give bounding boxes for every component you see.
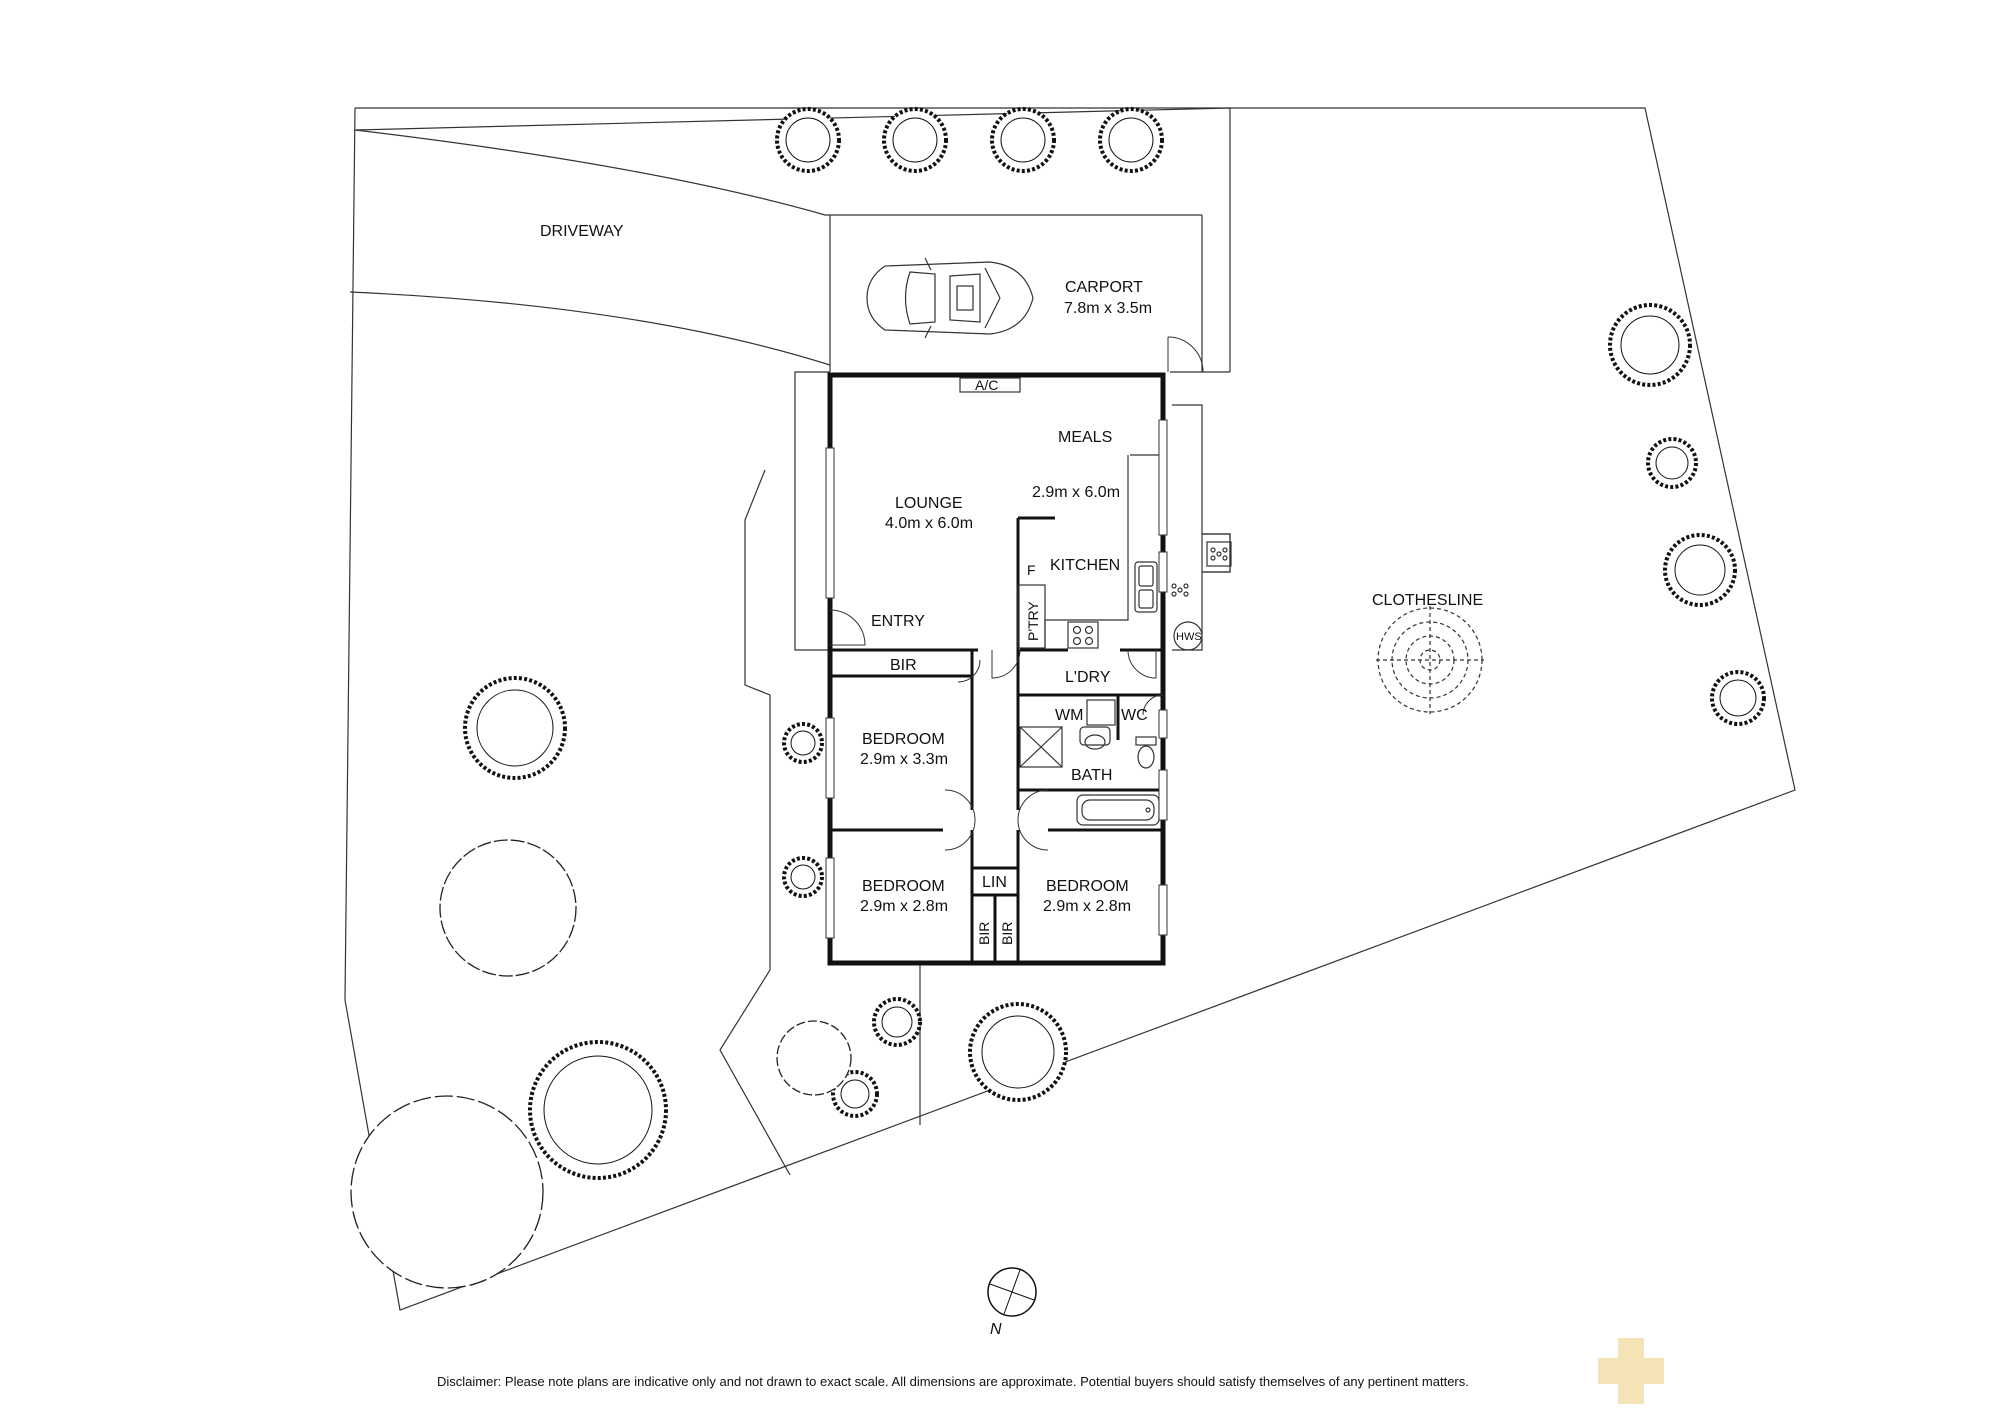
driveway-area <box>349 129 1202 366</box>
car-icon <box>866 257 1034 339</box>
tree-icon <box>528 1040 668 1180</box>
tree-icon <box>990 107 1056 173</box>
bedroom1-label: BEDROOM <box>862 731 945 748</box>
bedroom1-dimensions: 2.9m x 3.3m <box>860 751 948 768</box>
ac-label: A/C <box>975 377 998 393</box>
clothesline <box>1376 606 1484 714</box>
bir-top-label: BIR <box>890 657 917 674</box>
tree-icon <box>350 1095 544 1289</box>
side-paths <box>719 371 1231 1176</box>
bath-label: BATH <box>1071 767 1112 784</box>
wm-label: WM <box>1055 707 1083 724</box>
tap-icon <box>1171 583 1189 597</box>
meals-dimensions: 2.9m x 6.0m <box>1032 484 1120 501</box>
tree-icon <box>872 997 922 1047</box>
pantry-label: P'TRY <box>1025 601 1041 641</box>
bedroom2-dimensions: 2.9m x 2.8m <box>860 898 948 915</box>
north-label: N <box>990 1321 1002 1338</box>
tree-icon <box>776 1020 852 1096</box>
trees <box>350 107 1766 1289</box>
tree-icon <box>831 1070 879 1118</box>
bbq-icon <box>1206 541 1232 567</box>
bedroom3-dimensions: 2.9m x 2.8m <box>1043 898 1131 915</box>
watermark-logo <box>1598 1338 1664 1404</box>
carport-label: CARPORT <box>1065 279 1143 296</box>
tree-icon <box>463 676 567 780</box>
tree-icon <box>1098 107 1164 173</box>
bedroom3-label: BEDROOM <box>1046 878 1129 895</box>
lounge-dimensions: 4.0m x 6.0m <box>885 515 973 532</box>
windows <box>825 419 1168 939</box>
hws-unit <box>1173 621 1203 651</box>
wc-label: WC <box>1121 707 1148 724</box>
laundry-label: L'DRY <box>1065 669 1111 686</box>
lounge-label: LOUNGE <box>895 495 963 512</box>
tree-icon <box>1663 533 1737 607</box>
tree-icon <box>1608 303 1692 387</box>
tree-icon <box>439 839 577 977</box>
disclaimer-text: Disclaimer: Please note plans are indica… <box>437 1374 1469 1389</box>
tree-icon <box>775 107 841 173</box>
carport-dimensions: 7.8m x 3.5m <box>1064 300 1152 317</box>
interior-walls <box>830 516 1163 963</box>
tree-icon <box>1710 670 1766 726</box>
doors <box>829 609 1164 851</box>
carport <box>829 108 1231 373</box>
clothesline-label: CLOTHESLINE <box>1372 592 1483 609</box>
kitchen-label: KITCHEN <box>1050 557 1120 574</box>
hws-label: HWS <box>1176 631 1202 643</box>
bedroom2-label: BEDROOM <box>862 878 945 895</box>
kitchen-fixtures <box>959 377 1163 649</box>
tree-icon <box>1646 437 1698 489</box>
fridge-label: F <box>1027 562 1036 578</box>
linen-label: LIN <box>982 874 1007 891</box>
tree-icon <box>782 722 824 764</box>
driveway-label: DRIVEWAY <box>540 223 624 240</box>
bir-right-label: BIR <box>999 922 1015 945</box>
tree-icon <box>882 107 948 173</box>
entry-label: ENTRY <box>871 613 925 630</box>
meals-label: MEALS <box>1058 429 1112 446</box>
tree-icon <box>782 856 824 898</box>
north-arrow-icon <box>987 1267 1037 1317</box>
tree-icon <box>968 1002 1068 1102</box>
bir-left-label: BIR <box>976 922 992 945</box>
